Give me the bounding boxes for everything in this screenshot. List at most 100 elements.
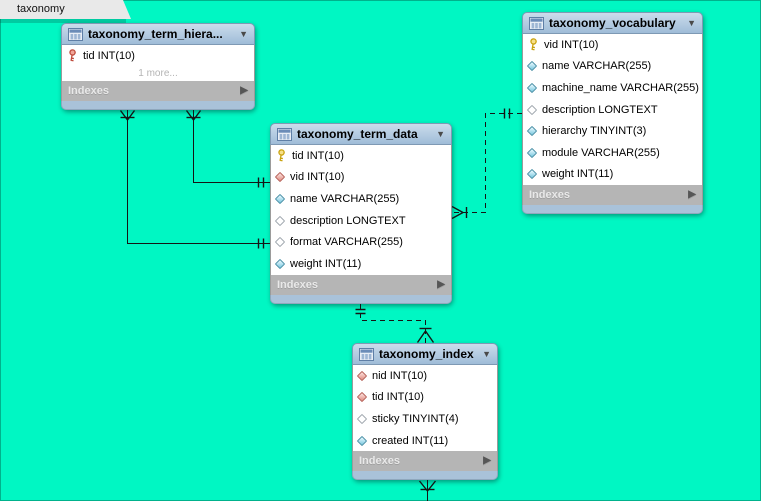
table-icon (277, 127, 292, 141)
more-columns-label[interactable]: 1 more... (138, 67, 178, 79)
table-footer (61, 100, 255, 110)
column-label: vid INT(10) (544, 38, 599, 51)
collapse-arrow-icon[interactable]: ▼ (687, 17, 696, 28)
indexes-section[interactable]: Indexes ▶ (61, 80, 255, 101)
primary-foreign-key-icon (66, 49, 78, 64)
relationship-vocabulary-term-data[interactable] (451, 108, 522, 220)
not-null-column-icon (526, 125, 538, 137)
nullable-column-icon (274, 215, 286, 226)
not-null-column-icon (274, 193, 286, 205)
table-icon (359, 347, 374, 361)
column-row[interactable]: description LONGTEXT (523, 99, 702, 121)
not-null-column-icon (526, 169, 538, 180)
table-columns: nid INT(10) tid INT(10) sticky TINYINT(4… (352, 365, 498, 452)
table-title: taxonomy_index (379, 347, 474, 361)
expand-arrow-icon[interactable]: ▶ (240, 84, 248, 96)
indexes-label: Indexes (68, 84, 109, 97)
column-row[interactable]: weight INT(11) (271, 253, 451, 275)
relationship-index-offscreen[interactable] (418, 480, 437, 501)
not-null-column-icon (526, 147, 538, 158)
relationship-hierarchy-term-data-1[interactable] (119, 110, 271, 249)
column-row[interactable]: sticky TINYINT(4) (353, 408, 497, 430)
nullable-column-icon (356, 413, 368, 425)
column-label: sticky TINYINT(4) (372, 412, 459, 425)
column-row[interactable]: module VARCHAR(255) (523, 142, 702, 164)
primary-key-icon (527, 38, 539, 53)
table-title: taxonomy_term_hiera... (88, 27, 223, 41)
indexes-section[interactable]: Indexes ▶ (270, 274, 452, 295)
expand-arrow-icon[interactable]: ▶ (483, 455, 491, 467)
expand-arrow-icon[interactable]: ▶ (437, 278, 445, 290)
nullable-column-icon (526, 104, 538, 115)
collapse-arrow-icon[interactable]: ▼ (482, 348, 491, 359)
not-null-column-icon (274, 258, 286, 269)
table-header[interactable]: taxonomy_term_hiera... ▼ (61, 23, 255, 45)
table-header[interactable]: taxonomy_index ▼ (352, 343, 498, 365)
column-label: description LONGTEXT (290, 214, 406, 227)
table-icon (529, 16, 544, 30)
primary-key-icon (275, 149, 287, 164)
diagram-tab[interactable]: taxonomy (0, 0, 131, 19)
indexes-label: Indexes (529, 189, 570, 202)
column-row[interactable]: weight INT(11) (523, 164, 702, 186)
table-columns: tid INT(10) 1 more... (61, 45, 255, 81)
column-row[interactable]: tid INT(10) (271, 145, 451, 167)
table-taxonomy-term-hierarchy[interactable]: taxonomy_term_hiera... ▼ tid INT(10) 1 m… (61, 23, 255, 110)
table-title: taxonomy_vocabulary (549, 16, 676, 30)
column-label: vid INT(10) (290, 171, 345, 184)
column-label: name VARCHAR(255) (542, 60, 652, 73)
column-label: weight INT(11) (542, 168, 614, 181)
foreign-key-icon (356, 392, 368, 403)
column-label: module VARCHAR(255) (542, 146, 660, 159)
tab-shadow (0, 19, 126, 23)
column-label: tid INT(10) (292, 149, 344, 162)
expand-arrow-icon[interactable]: ▶ (688, 189, 696, 201)
indexes-label: Indexes (277, 278, 318, 291)
table-columns: tid INT(10) vid INT(10) name VARCHAR(255… (270, 145, 452, 275)
column-row[interactable]: description LONGTEXT (271, 210, 451, 232)
table-title: taxonomy_term_data (297, 127, 418, 141)
table-columns: vid INT(10) name VARCHAR(255) machine_na… (522, 34, 703, 186)
diagram-tab-label: taxonomy (17, 3, 65, 15)
relationship-term-data-index[interactable] (355, 304, 435, 343)
collapse-arrow-icon[interactable]: ▼ (436, 128, 445, 139)
indexes-section[interactable]: Indexes ▶ (522, 185, 703, 206)
column-row[interactable]: tid INT(10) (62, 45, 254, 67)
table-header[interactable]: taxonomy_term_data ▼ (270, 123, 452, 145)
column-row[interactable]: vid INT(10) (271, 167, 451, 189)
column-label: weight INT(11) (290, 257, 362, 270)
collapse-arrow-icon[interactable]: ▼ (239, 28, 248, 39)
nullable-column-icon (274, 236, 286, 248)
foreign-key-icon (356, 370, 368, 382)
column-label: hierarchy TINYINT(3) (542, 125, 647, 138)
table-taxonomy-term-data[interactable]: taxonomy_term_data ▼ tid INT(10) vid INT… (270, 123, 452, 304)
column-row[interactable]: created INT(11) (353, 430, 497, 452)
column-label: name VARCHAR(255) (290, 192, 400, 205)
column-row[interactable]: format VARCHAR(255) (271, 231, 451, 253)
indexes-label: Indexes (359, 455, 400, 468)
not-null-column-icon (526, 82, 538, 94)
column-row[interactable]: name VARCHAR(255) (271, 188, 451, 210)
column-row[interactable]: nid INT(10) (353, 365, 497, 387)
column-row[interactable]: machine_name VARCHAR(255) (523, 77, 702, 99)
table-taxonomy-vocabulary[interactable]: taxonomy_vocabulary ▼ vid INT(10) name V… (522, 12, 703, 215)
table-footer (352, 471, 498, 481)
column-row[interactable]: tid INT(10) (353, 387, 497, 409)
column-label: description LONGTEXT (542, 103, 658, 116)
column-row[interactable]: hierarchy TINYINT(3) (523, 120, 702, 142)
column-label: machine_name VARCHAR(255) (542, 81, 699, 94)
column-row[interactable]: vid INT(10) (523, 34, 702, 56)
relationship-hierarchy-term-data-2[interactable] (185, 110, 271, 188)
indexes-section[interactable]: Indexes ▶ (352, 451, 498, 472)
not-null-column-icon (356, 435, 368, 446)
column-row[interactable]: name VARCHAR(255) (523, 56, 702, 78)
column-label: nid INT(10) (372, 369, 428, 382)
table-footer (270, 294, 452, 304)
table-icon (68, 27, 83, 41)
table-header[interactable]: taxonomy_vocabulary ▼ (522, 12, 703, 34)
table-taxonomy-index[interactable]: taxonomy_index ▼ nid INT(10) tid INT(10)… (352, 343, 498, 481)
column-label: tid INT(10) (372, 391, 424, 404)
column-label: created INT(11) (372, 434, 449, 447)
